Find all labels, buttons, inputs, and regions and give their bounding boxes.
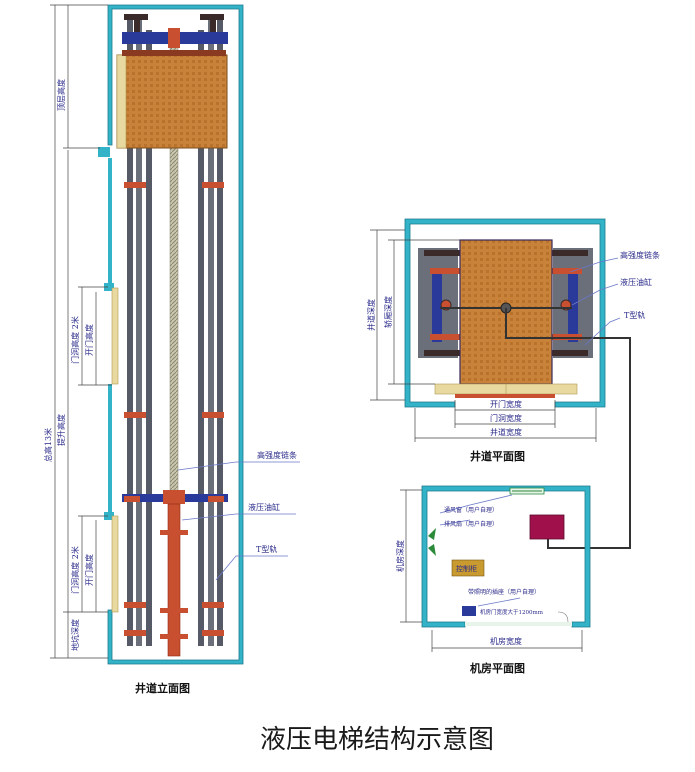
lighting-socket bbox=[462, 606, 476, 616]
plan-beam-left bbox=[432, 270, 442, 342]
plan-label-chain: 高强度链条 bbox=[620, 250, 660, 260]
elevation-wall-left-lower bbox=[108, 158, 112, 286]
plan-beam-right bbox=[568, 270, 578, 342]
label-lighting-socket: 带照明的插座（用户自理） bbox=[468, 588, 540, 596]
elevation-view: 顶层高度 总高13米 提升高度 门洞高度 2米 开门高度 门洞高度 2米 开门高… bbox=[43, 4, 300, 695]
label-top-height: 顶层高度 bbox=[56, 79, 66, 111]
ledge-top bbox=[98, 147, 110, 157]
label-travel-height: 提升高度 bbox=[56, 414, 66, 446]
label-door-width: 开门宽度 bbox=[490, 399, 522, 409]
label-door-width-note: 机房门宽度大于1200mm bbox=[480, 608, 544, 616]
rail-1 bbox=[127, 18, 133, 646]
ledge-lower-door bbox=[104, 512, 114, 520]
label-door-opening-height-upper: 门洞高度 2米 bbox=[70, 316, 80, 364]
plan-clamps bbox=[424, 250, 588, 356]
shaft-plan-view: 井道深度 轿厢深度 开门宽度 门洞宽度 井道宽度 高强度链条 液压油缸 T型轨 … bbox=[366, 218, 660, 549]
control-cabinet bbox=[451, 559, 485, 577]
label-shaft-width: 井道宽度 bbox=[490, 427, 522, 437]
label-total-height: 总高13米 bbox=[43, 428, 53, 462]
lower-landing-door bbox=[111, 515, 119, 613]
label-vent-window: 通风窗（用户自理） bbox=[444, 506, 498, 514]
pump-unit bbox=[529, 514, 565, 540]
label-door-opening-height-lower: 门洞高度 2米 bbox=[70, 546, 80, 594]
elevation-caption: 井道立面图 bbox=[135, 681, 190, 695]
top-sheave bbox=[168, 28, 180, 48]
rail-3 bbox=[146, 30, 152, 646]
label-exhaust-fan: 排风扇（用户自理） bbox=[444, 520, 498, 528]
label-rail: T型轨 bbox=[256, 544, 277, 554]
rail-2 bbox=[136, 18, 142, 646]
car-bracket-top bbox=[122, 50, 226, 56]
label-cylinder: 液压油缸 bbox=[248, 502, 280, 512]
label-room-width: 机房宽度 bbox=[490, 636, 522, 646]
car-door bbox=[116, 54, 127, 149]
ledge-upper-door bbox=[104, 283, 114, 291]
shaft-plan-caption: 井道平面图 bbox=[470, 449, 525, 463]
rail-4 bbox=[198, 30, 204, 646]
rail-brackets bbox=[124, 182, 224, 639]
elevation-wall-left-mid bbox=[108, 384, 112, 514]
machine-room-wall bbox=[421, 485, 591, 628]
elevator-car bbox=[116, 54, 228, 149]
diagram-title: 液压电梯结构示意图 bbox=[260, 725, 494, 755]
label-room-depth: 机房深度 bbox=[395, 540, 405, 572]
label-door-opening-width: 门洞宽度 bbox=[490, 413, 522, 423]
label-chain: 高强度链条 bbox=[257, 450, 297, 460]
cylinder-body bbox=[167, 503, 181, 657]
label-car-depth: 轿厢深度 bbox=[383, 296, 393, 328]
rail-6 bbox=[217, 18, 223, 646]
elevation-shaft-wall bbox=[107, 4, 244, 665]
label-control-cabinet: 控制柜 bbox=[456, 564, 477, 573]
top-clamps bbox=[124, 14, 224, 32]
machine-room-view: 控制柜 通风窗（用户自理） 排风扇（用户自理） 带照明的插座（用户自理） 机房门… bbox=[395, 485, 591, 675]
rail-5 bbox=[208, 18, 214, 646]
upper-landing-door bbox=[111, 287, 119, 385]
exhaust-fan-icon bbox=[428, 528, 436, 556]
plan-car-door-bar bbox=[455, 394, 555, 398]
machine-room-caption: 机房平面图 bbox=[470, 661, 525, 675]
plan-label-rail: T型轨 bbox=[624, 310, 645, 320]
label-shaft-depth: 井道深度 bbox=[366, 299, 376, 331]
plan-label-cylinder: 液压油缸 bbox=[620, 277, 652, 287]
label-door-height-lower: 开门高度 bbox=[84, 554, 94, 586]
oil-pipe bbox=[505, 308, 631, 549]
label-pit-depth: 地坑深度 bbox=[70, 619, 80, 651]
cylinder-head bbox=[163, 490, 185, 504]
label-door-height-upper: 开门高度 bbox=[84, 324, 94, 356]
